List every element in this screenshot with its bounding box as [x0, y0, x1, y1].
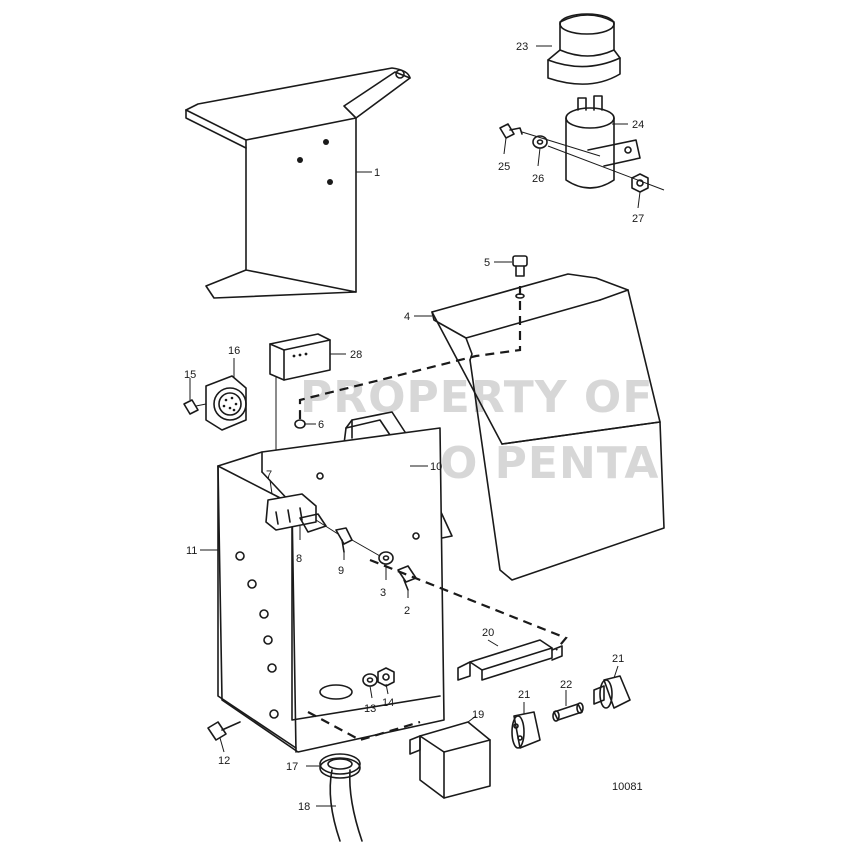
callout-25: 25 — [498, 161, 510, 173]
part-16-connector-socket — [205, 375, 247, 431]
callout-27: 27 — [632, 213, 644, 225]
part-28-block — [269, 333, 331, 381]
callout-9: 9 — [338, 565, 344, 577]
part-17-grommet — [319, 753, 361, 779]
callout-24: 24 — [632, 119, 644, 131]
part-21-fuse-cap — [511, 711, 541, 749]
callout-21-left: 21 — [518, 689, 530, 701]
part-24-relay — [565, 95, 641, 189]
part-11-box — [217, 427, 445, 753]
part-21-fuse-cap-right — [593, 675, 631, 709]
callout-7: 7 — [266, 469, 272, 481]
part-4-cover — [431, 273, 665, 581]
part-14-nut — [377, 667, 395, 687]
callout-15: 15 — [184, 369, 196, 381]
callout-18: 18 — [298, 801, 310, 813]
callout-22: 22 — [560, 679, 572, 691]
callout-26: 26 — [532, 173, 544, 185]
callout-28: 28 — [350, 349, 362, 361]
callout-16: 16 — [228, 345, 240, 357]
part-23-relay-cover — [547, 13, 621, 85]
callout-5: 5 — [484, 257, 490, 269]
part-27-nut — [631, 173, 649, 193]
callout-4: 4 — [404, 311, 410, 323]
callout-10: 10 — [430, 461, 442, 473]
part-1-mounting-bracket — [185, 67, 411, 299]
part-20-fuse-holder — [457, 639, 563, 681]
leader-lines — [189, 45, 641, 807]
callout-23: 23 — [516, 41, 528, 53]
part-12-screw — [207, 721, 241, 741]
part-15-screw — [183, 399, 207, 415]
callout-2: 2 — [404, 605, 410, 617]
callout-6: 6 — [318, 419, 324, 431]
callout-8: 8 — [296, 553, 302, 565]
drawing-number: 10081 — [612, 781, 643, 793]
callout-12: 12 — [218, 755, 230, 767]
callout-17: 17 — [286, 761, 298, 773]
callout-14: 14 — [382, 697, 394, 709]
callout-3: 3 — [380, 587, 386, 599]
callout-19: 19 — [472, 709, 484, 721]
part-7-terminal-block — [265, 493, 317, 531]
part-22-fuse — [552, 702, 584, 722]
part-18-cable — [329, 769, 363, 842]
part-19-relay — [409, 721, 491, 799]
callout-labels: 1 2 3 4 5 6 7 8 9 10 11 12 13 14 15 16 1… — [184, 41, 644, 813]
callout-11: 11 — [186, 545, 197, 557]
callout-13: 13 — [364, 703, 376, 715]
callout-20: 20 — [482, 627, 494, 639]
watermark-line-1: PROPERTY OF — [300, 372, 653, 423]
part-25-screw — [499, 123, 523, 139]
callout-1: 1 — [374, 167, 380, 179]
callout-21-right: 21 — [612, 653, 624, 665]
